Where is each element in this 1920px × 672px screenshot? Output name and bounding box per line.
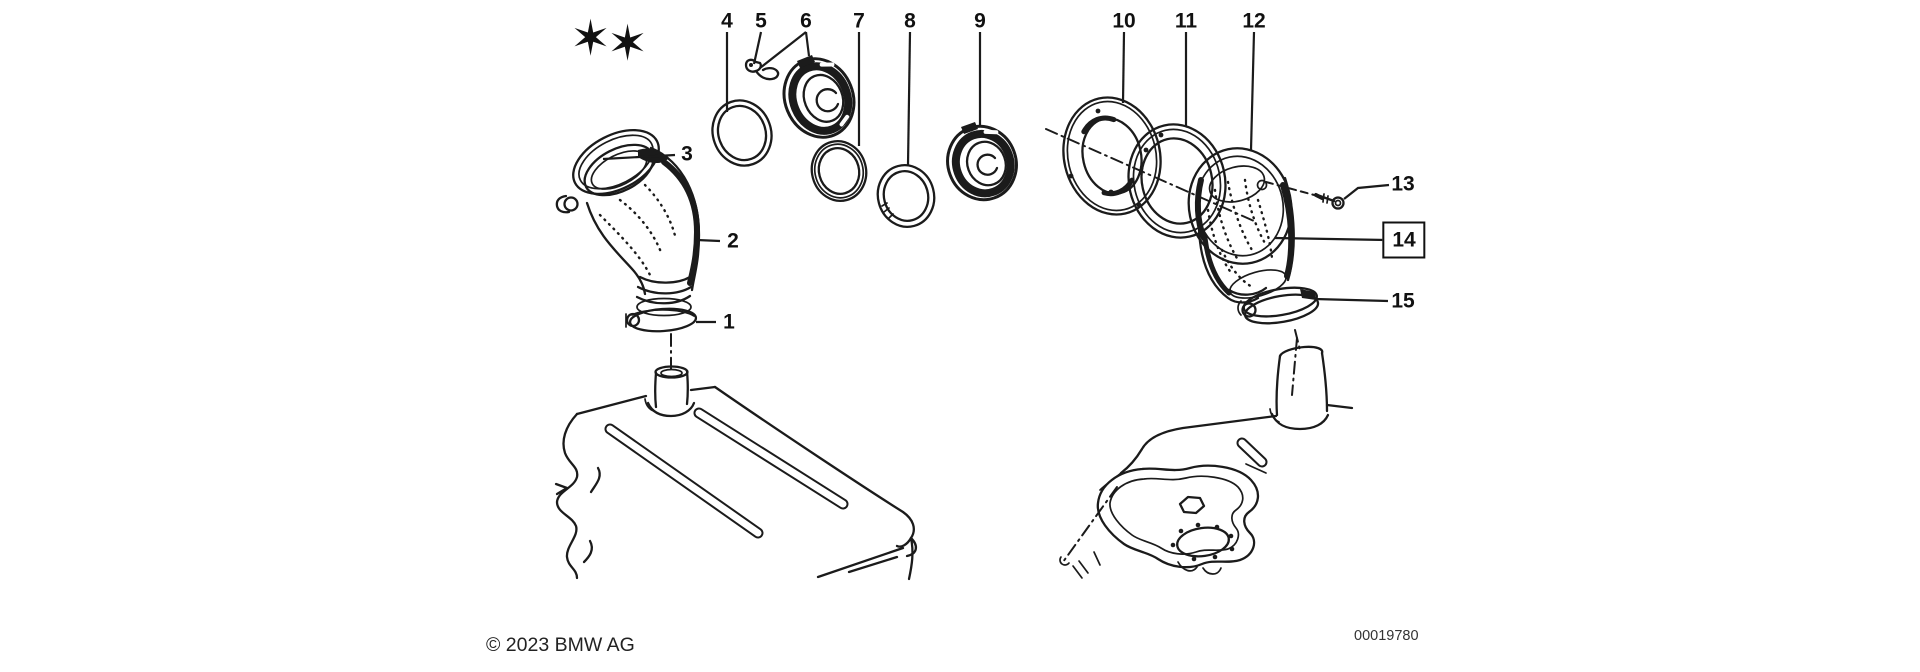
seal-ring-7-drawing	[810, 140, 868, 202]
copyright-notice: © 2023 BMW AG	[486, 634, 635, 656]
callout-13[interactable]: 13	[1391, 172, 1415, 196]
filler-neck-12-drawing	[1187, 147, 1295, 304]
hose-clamp-3-drawing	[555, 128, 660, 214]
callout-1[interactable]: 1	[723, 310, 735, 334]
callout-12[interactable]: 12	[1242, 9, 1266, 33]
seal-ring-8-drawing	[876, 164, 936, 228]
callout-14[interactable]: 14	[1382, 221, 1426, 259]
variant-star-icon: ✶	[607, 15, 649, 72]
document-number: 00019780	[1354, 628, 1419, 644]
callout-15[interactable]: 15	[1391, 289, 1415, 313]
right-fuel-tank-drawing	[1059, 337, 1354, 579]
callout-11[interactable]: 11	[1174, 9, 1198, 33]
leader-lines	[602, 31, 1390, 324]
filler-pipe-drawing	[583, 143, 701, 317]
callout-9[interactable]: 9	[974, 9, 986, 33]
variant-star-icon: ✶	[570, 10, 612, 67]
fuel-cap-9-drawing	[946, 122, 1018, 202]
callout-4[interactable]: 4	[721, 9, 733, 33]
clamp-1-drawing	[625, 307, 698, 333]
fuel-cap-6-drawing	[782, 55, 856, 139]
screw-13-drawing	[1265, 181, 1345, 210]
callout-5[interactable]: 5	[755, 9, 767, 33]
axis-lines	[1045, 128, 1255, 222]
callout-3[interactable]: 3	[681, 142, 693, 166]
left-fuel-tank-drawing	[554, 333, 918, 581]
clamp-15-drawing	[1237, 286, 1320, 351]
callout-8[interactable]: 8	[904, 9, 916, 33]
gasket-10-drawing	[1062, 96, 1162, 216]
callout-10[interactable]: 10	[1112, 9, 1136, 33]
callout-7[interactable]: 7	[853, 9, 865, 33]
callout-2[interactable]: 2	[727, 229, 739, 253]
callout-6[interactable]: 6	[800, 9, 812, 33]
clip-5-drawing	[744, 58, 780, 81]
seal-ring-4-drawing	[711, 99, 773, 167]
